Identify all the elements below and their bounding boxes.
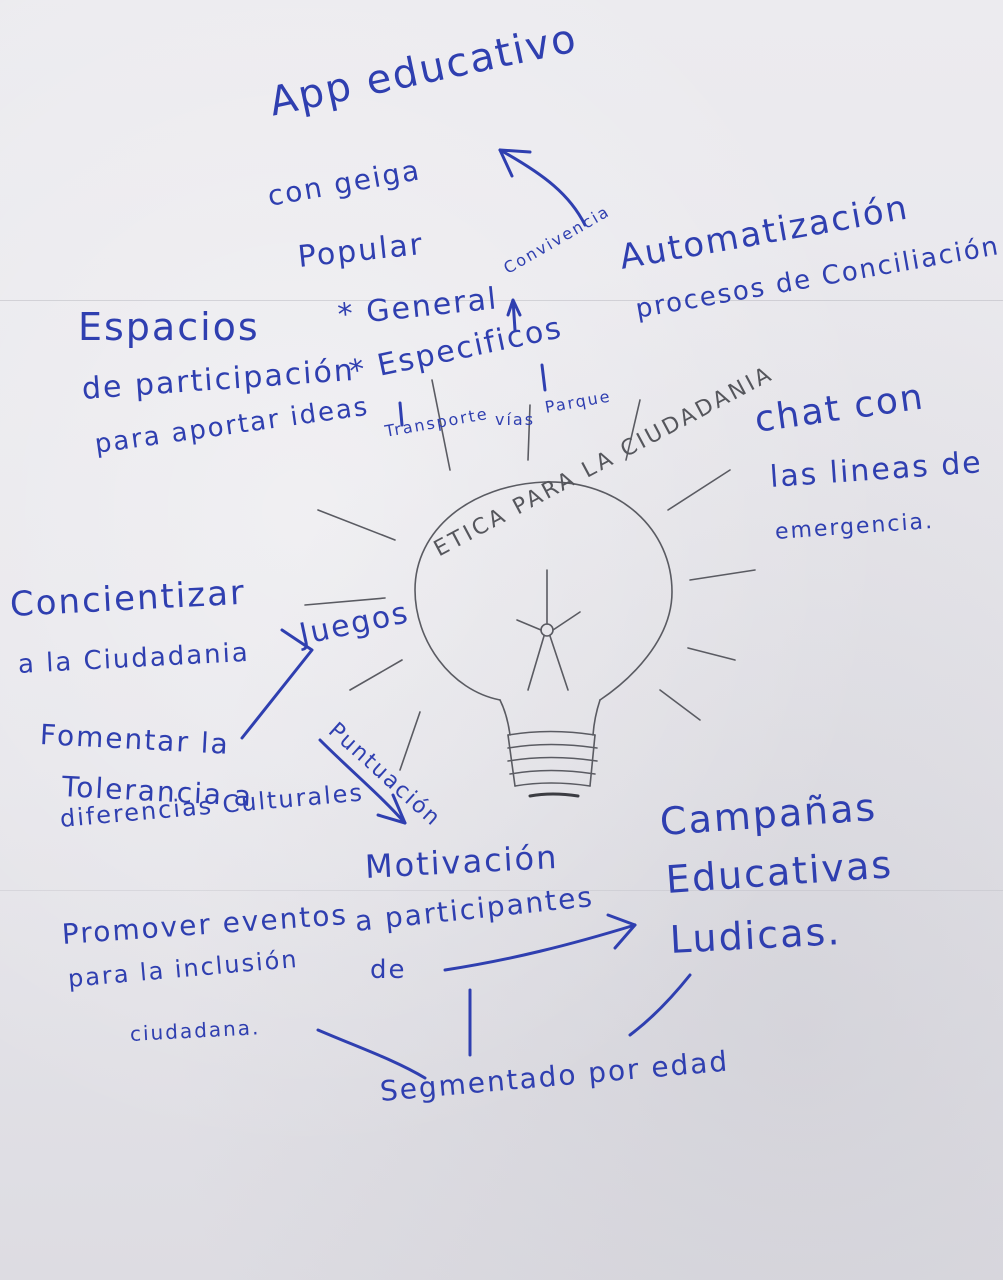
bracket-juegos (240, 628, 314, 740)
paper-fold (0, 300, 1003, 301)
arrow-to-motivacion (318, 738, 407, 825)
arrow-to-app (498, 148, 587, 227)
note-de: de (370, 955, 407, 985)
arrow-to-campanas (443, 923, 637, 972)
bulb-glass (414, 481, 673, 701)
paper-fold (0, 890, 1003, 891)
line-segmentado-right (628, 973, 692, 1037)
note-ludicas: Ludicas. (668, 909, 843, 962)
note-espacios: Espacios (78, 305, 260, 349)
line-segmentado-left (316, 1028, 427, 1080)
note-vias: vías (495, 410, 536, 429)
